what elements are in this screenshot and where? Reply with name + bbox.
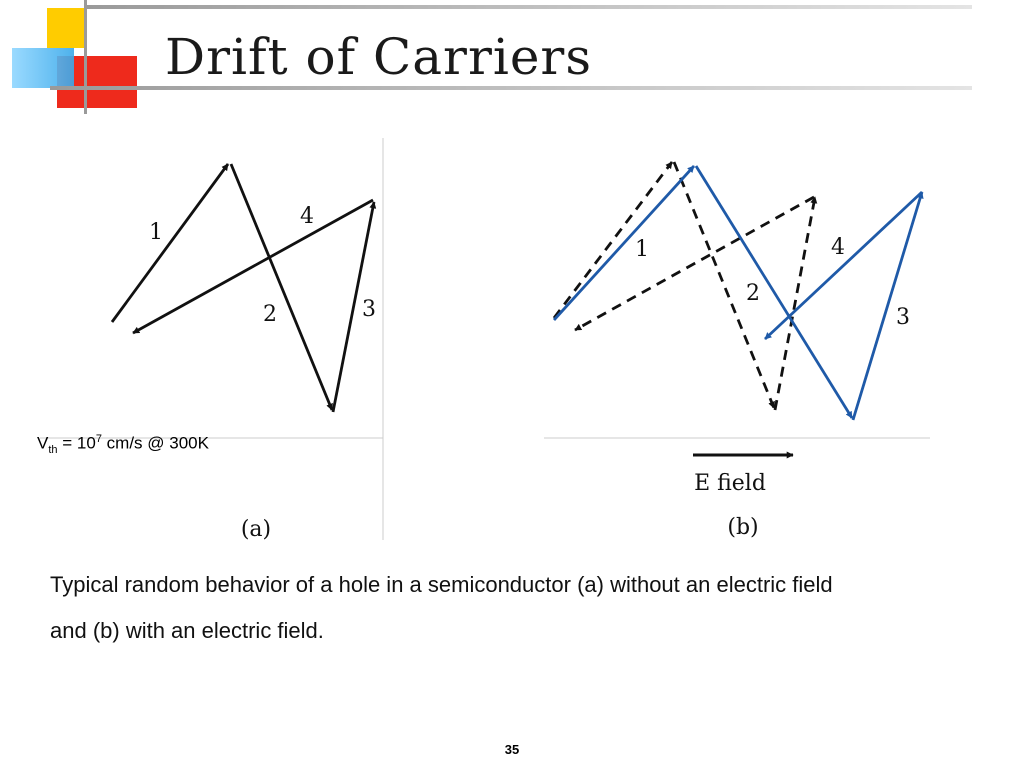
panel-b: 1 2 3 4 E field (b)	[544, 161, 930, 540]
label-a-4: 4	[300, 204, 314, 229]
vth-suffix: cm/s @ 300K	[101, 433, 209, 453]
vth-prefix: V	[37, 433, 49, 453]
path-a-segment-4	[132, 198, 374, 335]
label-b-1: 1	[635, 237, 649, 262]
page-number: 35	[504, 742, 520, 757]
label-b-3: 3	[896, 305, 910, 330]
slide-caption: Typical random behavior of a hole in a s…	[50, 562, 980, 654]
panel-a: 1 2 3 4 (a)	[40, 138, 384, 542]
title-rule	[50, 86, 972, 90]
header-decoration	[12, 0, 972, 114]
path-b-dashed-segment-2	[672, 161, 776, 409]
vth-sup: 7	[95, 433, 102, 445]
path-b-field-segment-1	[552, 165, 696, 321]
label-a-1: 1	[149, 220, 163, 245]
path-b-dashed-segment-1	[552, 161, 674, 319]
path-b-field-segment-4	[764, 190, 923, 341]
vth-sub: th	[48, 444, 58, 457]
vth-mid: = 10	[57, 433, 96, 453]
label-b-2: 2	[746, 281, 760, 306]
label-a-2: 2	[263, 302, 277, 327]
thermal-velocity-note: Vth = 107 cm/s @ 300K	[37, 433, 209, 456]
e-field-label: E field	[694, 471, 766, 496]
vertical-rule	[84, 0, 87, 114]
path-b-dashed-segment-3	[773, 196, 818, 411]
blue-square	[12, 48, 74, 88]
panel-b-label: (b)	[727, 515, 758, 540]
label-b-4: 4	[831, 235, 845, 260]
path-b-field-segment-3	[851, 191, 924, 421]
path-a-segment-2	[229, 163, 334, 411]
caption-line-2: and (b) with an electric field.	[50, 618, 324, 643]
top-rule	[85, 5, 972, 9]
path-a-segment-1	[110, 163, 230, 323]
path-b-dashed-segment-4	[574, 195, 815, 332]
yellow-square	[47, 8, 85, 48]
path-b-field-segment-2	[694, 165, 854, 419]
panel-a-label: (a)	[241, 517, 271, 542]
caption-line-1: Typical random behavior of a hole in a s…	[50, 572, 833, 597]
label-a-3: 3	[362, 297, 376, 322]
slide-title: Drift of Carriers	[165, 28, 592, 86]
path-a-segment-3	[331, 201, 377, 413]
